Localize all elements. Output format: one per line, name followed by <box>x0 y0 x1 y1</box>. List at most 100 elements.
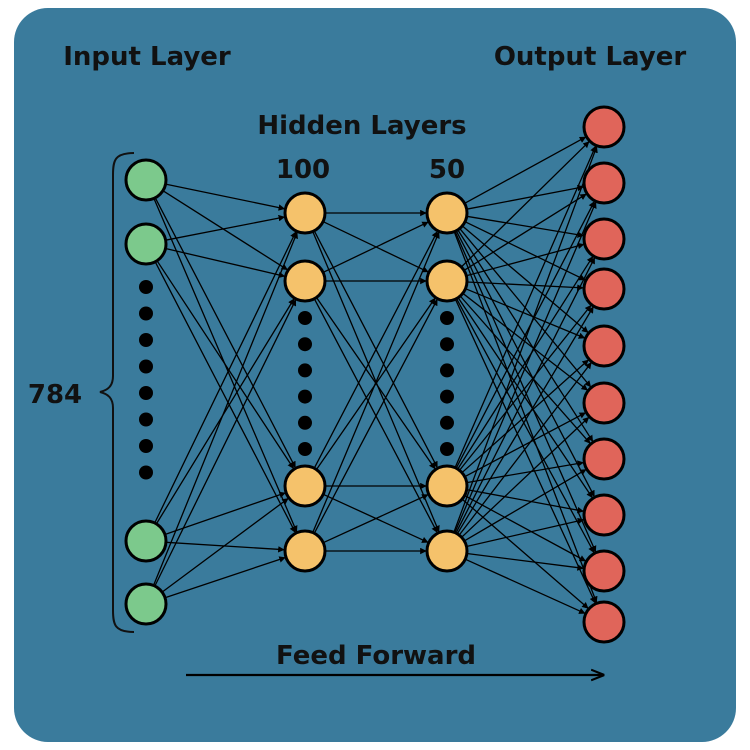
hidden-2-ellipsis-dot-3 <box>440 363 454 378</box>
edge-l2-n2-to-n6 <box>466 460 584 484</box>
edge-l0-n3-to-n0 <box>152 231 298 586</box>
edge-l2-n3-to-n8 <box>466 552 584 571</box>
output-node-4 <box>582 267 626 311</box>
hidden-1-ellipsis-dot-4 <box>298 389 312 404</box>
edge-l0-n1-to-n3 <box>154 261 296 533</box>
network-nodes <box>124 105 626 644</box>
edge-l2-n2-to-n1 <box>455 201 595 469</box>
hidden-2-ellipsis-dot-6 <box>440 442 454 456</box>
output-node-9 <box>582 549 626 593</box>
hidden-1-ellipsis-dot-2 <box>298 337 312 352</box>
edge-l1-n2-to-n0 <box>313 231 438 469</box>
edge-l2-n2-to-n7 <box>466 488 584 514</box>
edge-l2-n1-to-n0 <box>460 141 590 268</box>
hidden-1-node-1 <box>283 191 327 235</box>
output-node-2 <box>582 161 626 205</box>
input-node-3 <box>124 519 168 563</box>
edge-l0-n3-to-n1 <box>154 299 297 587</box>
edge-l2-n1-to-n4 <box>465 288 586 339</box>
feed-forward-label: Feed Forward <box>276 641 476 671</box>
input-ellipsis-dot-2 <box>139 306 153 321</box>
hidden-1-ellipsis-dot-5 <box>298 415 312 430</box>
edge-l0-n3-to-n2 <box>161 497 289 593</box>
input-node-2 <box>124 222 168 266</box>
output-node-8 <box>582 493 626 537</box>
edge-l2-n3-to-n6 <box>463 469 587 542</box>
edge-l2-n3-to-n9 <box>464 558 586 614</box>
edge-l2-n3-to-n1 <box>454 201 597 533</box>
output-node-3 <box>582 217 626 261</box>
edge-l2-n2-to-n5 <box>464 412 586 478</box>
edge-l0-n0-to-n1 <box>162 190 288 271</box>
edge-l2-n1-to-n8 <box>455 298 595 554</box>
hidden-2-ellipsis-dot-2 <box>440 337 454 352</box>
edge-l2-n2-to-n8 <box>464 494 587 562</box>
hidden-layers-label: Hidden Layers <box>257 111 466 141</box>
edge-l0-n0-to-n2 <box>154 197 296 468</box>
output-node-6 <box>582 381 626 425</box>
edge-l2-n0-to-n3 <box>464 221 586 281</box>
edge-l2-n0-to-n2 <box>466 215 584 238</box>
hidden-1-ellipsis-dot-6 <box>298 442 312 456</box>
hidden-layer-2-size: 50 <box>429 155 465 185</box>
edge-l1-n1-to-n0 <box>322 221 429 273</box>
input-ellipsis-dot-7 <box>139 439 153 453</box>
hidden-2-ellipsis-dot-1 <box>440 311 454 325</box>
output-node-1 <box>582 105 626 149</box>
output-node-7 <box>582 437 626 481</box>
edge-l0-n1-to-n0 <box>165 214 286 241</box>
edge-l0-n2-to-n0 <box>154 231 297 524</box>
edge-l2-n0-to-n1 <box>466 184 585 210</box>
output-layer-label: Output Layer <box>494 42 687 72</box>
edge-l0-n2-to-n1 <box>155 298 295 525</box>
ellipsis-dots <box>139 280 454 480</box>
input-size-label: 784 <box>28 380 82 410</box>
edge-l2-n3-to-n0 <box>453 146 598 533</box>
hidden-2-node-3 <box>425 464 469 508</box>
edge-l1-n3-to-n2 <box>322 494 429 544</box>
hidden-2-ellipsis-dot-5 <box>440 415 454 430</box>
input-layer-label: Input Layer <box>63 42 231 72</box>
hidden-2-node-1 <box>425 191 469 235</box>
edge-l2-n2-to-n4 <box>461 359 589 474</box>
edge-l2-n2-to-n2 <box>457 256 594 470</box>
edge-l0-n0-to-n0 <box>165 183 286 211</box>
edge-l2-n0-to-n8 <box>454 231 597 553</box>
input-size-brace <box>99 152 135 633</box>
edge-l2-n3-to-n4 <box>458 362 592 536</box>
hidden-2-ellipsis-dot-4 <box>440 389 454 404</box>
hidden-1-ellipsis-dot-3 <box>298 363 312 378</box>
edge-l2-n2-to-n0 <box>454 145 597 468</box>
input-ellipsis-dot-5 <box>139 386 153 400</box>
edge-l2-n2-to-n3 <box>458 304 592 471</box>
edge-l1-n3-to-n0 <box>312 231 440 533</box>
hidden-2-node-2 <box>425 259 469 303</box>
output-node-5 <box>582 324 626 368</box>
edge-l2-n2-to-n9 <box>461 498 589 609</box>
input-ellipsis-dot-6 <box>139 412 153 427</box>
input-ellipsis-dot-4 <box>139 359 153 374</box>
hidden-1-node-4 <box>283 529 327 573</box>
edge-l2-n3-to-n5 <box>461 416 590 538</box>
edge-l0-n2-to-n2 <box>164 491 286 536</box>
edge-l2-n1-to-n3 <box>466 281 584 291</box>
edge-l2-n1-to-n2 <box>466 242 585 277</box>
input-node-1 <box>124 158 168 202</box>
hidden-1-node-3 <box>283 464 327 508</box>
edge-l0-n1-to-n1 <box>165 247 286 279</box>
hidden-1-ellipsis-dot-1 <box>298 311 312 325</box>
edge-l1-n3-to-n1 <box>313 299 438 534</box>
edge-l0-n3-to-n3 <box>164 556 286 599</box>
hidden-1-node-2 <box>283 259 327 303</box>
edge-l2-n3-to-n3 <box>456 306 594 535</box>
output-node-10 <box>582 600 626 644</box>
edge-l2-n3-to-n2 <box>455 257 596 534</box>
edge-l2-n1-to-n6 <box>459 295 591 444</box>
hidden-2-node-4 <box>425 529 469 573</box>
connection-edges <box>152 136 598 614</box>
input-node-4 <box>124 582 168 626</box>
edge-l2-n0-to-n0 <box>464 136 587 204</box>
hidden-layer-1-size: 100 <box>276 155 330 185</box>
input-ellipsis-dot-3 <box>139 333 153 347</box>
